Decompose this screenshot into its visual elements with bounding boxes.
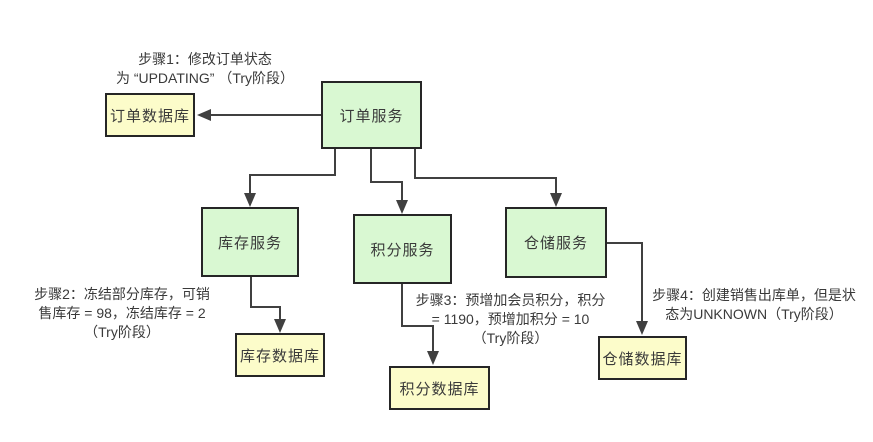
arrowhead-down-icon — [427, 351, 439, 365]
arrowhead-down-icon — [550, 193, 562, 207]
warehouse-service-node: 仓储服务 — [505, 207, 607, 278]
inventory-service-node: 库存服务 — [201, 207, 299, 277]
step4-annotation: 步骤4：创建销售出库单，但是状 态为UNKNOWN（Try阶段） — [652, 287, 856, 322]
warehouse-db-label: 仓储数据库 — [602, 350, 683, 368]
points-service-node: 积分服务 — [353, 214, 452, 284]
inventory-db-node: 库存数据库 — [235, 333, 325, 377]
warehouse-db-node: 仓储数据库 — [598, 336, 687, 380]
arrow-order-service-to-warehouse-service — [414, 148, 562, 207]
order-service-label: 订单服务 — [339, 107, 404, 125]
inventory-db-label: 库存数据库 — [239, 347, 320, 365]
arrow-order-service-to-order-db — [197, 109, 321, 121]
step2-annotation: 步骤2：冻结部分库存，可销 售库存 = 98，冻结库存 = 2 （Try阶段） — [34, 286, 210, 340]
arrow-order-service-to-inventory-service — [244, 148, 336, 207]
step3-annotation: 步骤3：预增加会员积分，积分 = 1190，预增加积分 = 10 （Try阶段） — [415, 292, 606, 346]
arrow-points-service-to-points-db — [401, 283, 439, 365]
warehouse-service-label: 仓储服务 — [523, 235, 588, 252]
arrowhead-left-icon — [197, 109, 211, 121]
order-db-node: 订单数据库 — [105, 93, 195, 137]
inventory-service-label: 库存服务 — [217, 234, 282, 252]
arrowhead-down-icon — [244, 193, 256, 207]
arrow-inventory-service-to-inventory-db — [250, 276, 286, 333]
step1-annotation: 步骤1：修改订单状态 为 “UPDATING” （Try阶段） — [115, 51, 295, 86]
order-db-label: 订单数据库 — [109, 107, 190, 125]
points-service-label: 积分服务 — [370, 241, 435, 259]
arrowhead-down-icon — [274, 319, 286, 333]
points-db-label: 积分数据库 — [399, 380, 480, 398]
arrow-warehouse-service-to-warehouse-db — [606, 242, 648, 335]
points-db-node: 积分数据库 — [389, 366, 490, 410]
order-service-node: 订单服务 — [321, 81, 422, 149]
arrowhead-down-icon — [396, 200, 408, 214]
arrowhead-down-icon — [636, 321, 648, 335]
arrow-order-service-to-points-service — [370, 148, 408, 214]
